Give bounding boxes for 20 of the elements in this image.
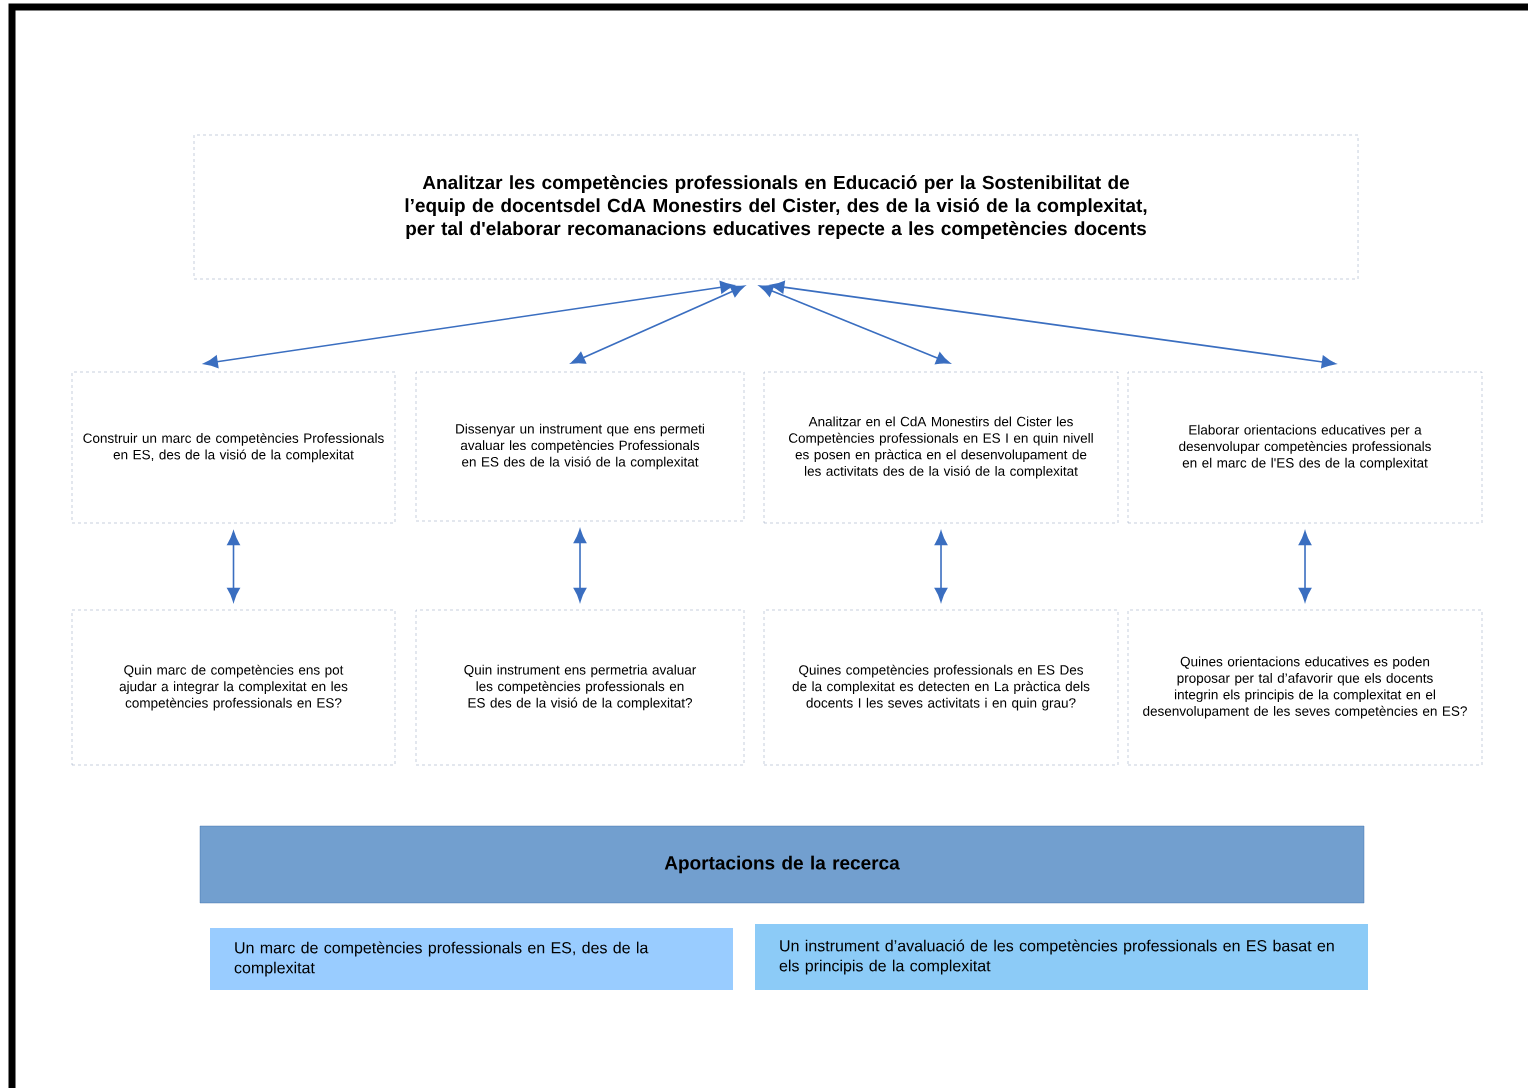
question-box: Quin instrument ens permetria avaluar les competències professionals en ES des de la visió de la complexitat? <box>415 609 745 766</box>
arrow <box>571 285 745 364</box>
question-box: Quin marc de competències ens pot ajudar a integrar la complexitat en les competències professionals en ES? <box>71 609 396 766</box>
heading-band: Aportacions de la recerca <box>199 825 1365 904</box>
process-box: Analitzar en el CdA Monestirs del Cister les Competències professionals en ES I en quin nivell es posen en pràctica en el desenvolupament de les activitats des de la visió de la complexitat <box>763 371 1119 524</box>
process-box: Analitzar les competències professionals en Educació per la Sostenibilitat de l’equip de docentsdel CdA Monestirs del Cister, des de la visió de la complexitat, per tal d'elaborar recomanacions educatives repecte a les competències docents <box>193 134 1359 280</box>
arrow <box>573 529 587 602</box>
question-box: Quines competències professionals en ES Des de la complexitat es detecten en La pràctica dels docents I les seves activitats i en quin grau? <box>763 609 1119 766</box>
result-box: Un marc de competències professionals en ES, des de la complexitat <box>210 928 733 990</box>
process-box: Construir un marc de competències Professionals en ES, des de la visió de la complexitat <box>71 371 396 524</box>
process-box: Dissenyar un instrument que ens permeti avaluar les competències Professionals en ES des de la visió de la complexitat <box>415 371 745 522</box>
arrow <box>759 284 951 365</box>
process-box: Elaborar orientacions educatives per a desenvolupar competències professionals en el marc de l'ES des de la complexitat <box>1127 371 1483 524</box>
arrow <box>1298 531 1312 602</box>
arrow <box>770 280 1336 369</box>
arrow <box>227 531 240 602</box>
question-box: Quines orientacions educatives es poden proposar per tal d’afavorir que els docents integrin els principis de la complexitat en el desenvolupament de les seves competències en ES? <box>1127 609 1483 766</box>
result-box: Un instrument d’avaluació de les competències professionals en ES basat en els principis de la complexitat <box>755 924 1368 990</box>
arrow <box>203 281 735 368</box>
arrow <box>934 531 948 602</box>
